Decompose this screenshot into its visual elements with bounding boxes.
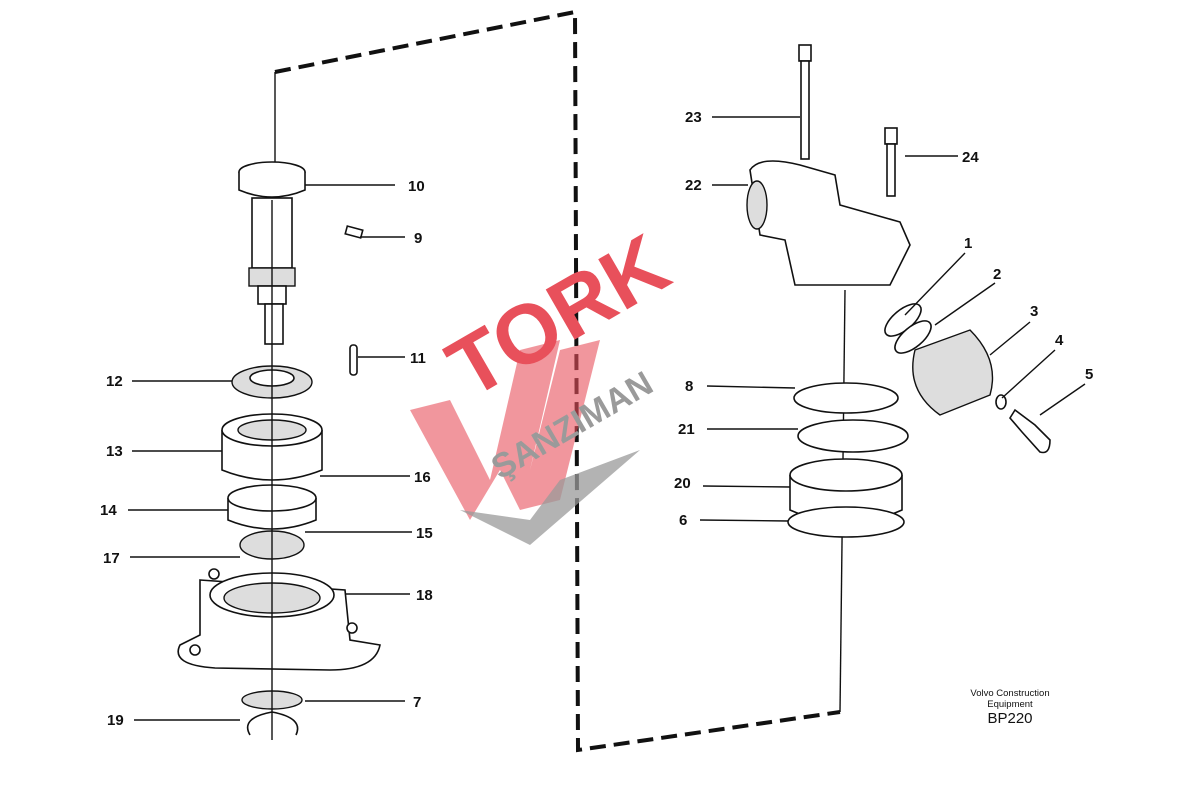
left-assembly — [177, 161, 381, 740]
callout-16: 16 — [414, 469, 431, 486]
callout-1: 1 — [964, 235, 972, 252]
callout-labels: 10 9 11 12 13 16 14 15 17 18 7 19 23 24 … — [100, 109, 1093, 729]
callout-19: 19 — [107, 712, 124, 729]
footer-line1: Volvo Construction — [970, 688, 1050, 699]
callout-3: 3 — [1030, 303, 1038, 320]
callout-24: 24 — [962, 149, 979, 166]
callout-23: 23 — [685, 109, 702, 126]
footer-line2: Equipment — [987, 699, 1033, 710]
callout-14: 14 — [100, 502, 117, 519]
callout-21: 21 — [678, 421, 695, 438]
watermark-logo: TORK ŞANZIMAN — [410, 216, 684, 545]
callout-9: 9 — [414, 230, 422, 247]
callout-10: 10 — [408, 178, 425, 195]
callout-18: 18 — [416, 587, 433, 604]
figure-code: BP220 — [987, 710, 1033, 727]
publisher-footer: Volvo Construction Equipment BP220 — [940, 688, 1080, 727]
leader-lines — [128, 116, 1086, 721]
callout-6: 6 — [679, 512, 687, 529]
callout-15: 15 — [416, 525, 433, 542]
callout-4: 4 — [1055, 332, 1064, 349]
callout-22: 22 — [685, 177, 702, 194]
callout-17: 17 — [103, 550, 120, 567]
callout-11: 11 — [410, 350, 426, 367]
callout-12: 12 — [106, 373, 123, 390]
callout-2: 2 — [993, 266, 1001, 283]
callout-7: 7 — [413, 694, 421, 711]
callout-13: 13 — [106, 443, 123, 460]
right-assembly — [746, 44, 1051, 538]
callout-5: 5 — [1085, 366, 1093, 383]
callout-20: 20 — [674, 475, 691, 492]
callout-8: 8 — [685, 378, 693, 395]
